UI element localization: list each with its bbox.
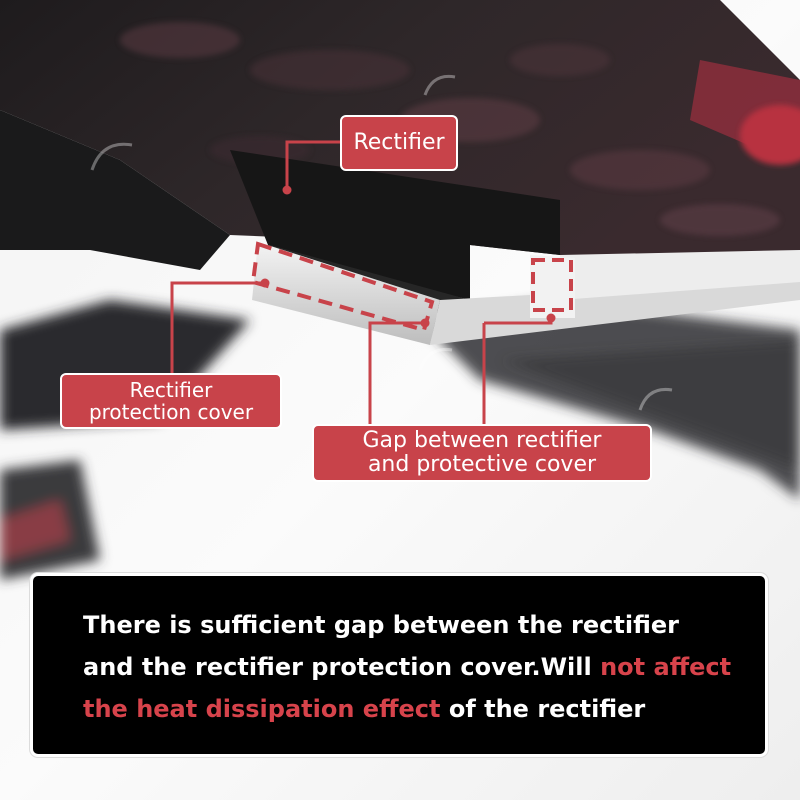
lower-frame <box>0 300 800 580</box>
caption-part1: There is sufficient gap between the rect… <box>83 611 679 681</box>
gap-highlight <box>531 258 573 312</box>
label-protection-cover: Rectifier protection cover <box>60 373 282 429</box>
caption-box: There is sufficient gap between the rect… <box>30 573 768 757</box>
caption-part2: of the rectifier <box>440 695 646 723</box>
leader-lines <box>170 140 553 426</box>
cover-highlight <box>250 241 435 333</box>
caption-highlight: not affect the heat dissipation effect <box>83 653 732 723</box>
label-gap: Gap between rectifier and protective cov… <box>312 424 652 482</box>
leader-dots <box>260 185 556 328</box>
watermark-logo <box>90 74 673 411</box>
label-rectifier: Rectifier <box>340 115 458 171</box>
caption-text: There is sufficient gap between the rect… <box>83 604 733 730</box>
